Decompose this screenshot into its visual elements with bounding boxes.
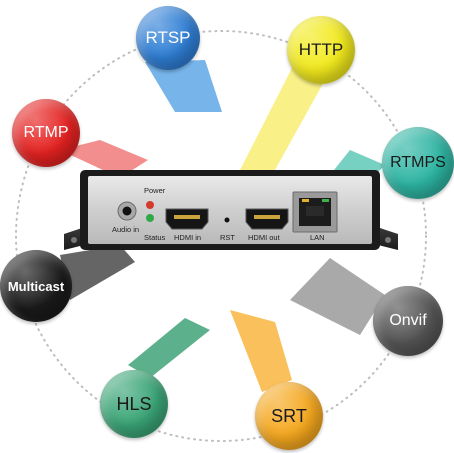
protocol-rtmp: RTMP bbox=[12, 99, 80, 167]
protocol-multicast: Multicast bbox=[0, 250, 72, 322]
protocol-rtmps: RTMPS bbox=[382, 127, 454, 199]
protocol-rtsp-label: RTSP bbox=[145, 28, 191, 47]
audio-in-label: Audio in bbox=[112, 225, 140, 234]
protocol-http: HTTP bbox=[287, 16, 355, 84]
lan-label: LAN bbox=[310, 233, 325, 242]
protocol-rtmps-label: RTMPS bbox=[390, 154, 446, 171]
beam-multicast bbox=[60, 245, 135, 300]
power-label: Power bbox=[144, 186, 166, 195]
beam-http bbox=[240, 62, 325, 170]
dotted-ring bbox=[15, 30, 427, 442]
protocol-hls-label: HLS bbox=[116, 393, 152, 414]
power-led bbox=[146, 201, 154, 209]
beam-hls bbox=[128, 318, 210, 378]
protocol-hls: HLS bbox=[100, 370, 168, 438]
protocol-onvif: Onvif bbox=[373, 286, 443, 356]
beam-rtmp bbox=[60, 140, 148, 178]
beam-onvif bbox=[290, 258, 385, 335]
status-label: Status bbox=[144, 233, 166, 242]
rst-label: RST bbox=[220, 233, 235, 242]
protocol-srt: SRT bbox=[255, 382, 323, 450]
hdmi-in-label: HDMI in bbox=[174, 233, 202, 242]
reset-button bbox=[224, 217, 230, 223]
beam-rtsp bbox=[145, 60, 222, 112]
protocol-rtmp-label: RTMP bbox=[23, 124, 69, 141]
protocol-rtsp: RTSP bbox=[136, 6, 200, 70]
status-led bbox=[146, 214, 154, 222]
beam-srt bbox=[230, 310, 292, 392]
protocol-onvif-label: Onvif bbox=[389, 312, 427, 329]
protocol-multicast-label: Multicast bbox=[7, 278, 65, 294]
protocol-http-label: HTTP bbox=[298, 40, 344, 59]
protocol-srt-label: SRT bbox=[271, 405, 307, 426]
hdmi-out-label: HDMI out bbox=[248, 233, 280, 242]
